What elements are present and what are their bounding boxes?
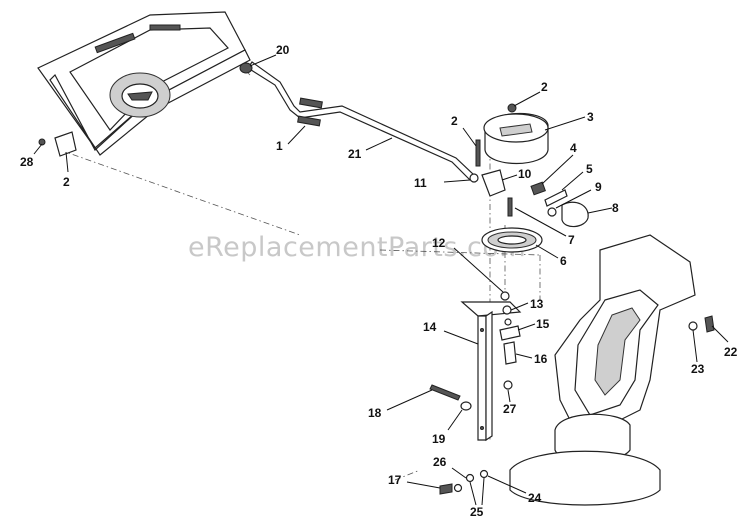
chute-hardware-right [688,315,715,333]
svg-text:24: 24 [528,491,542,505]
callout-23: 23 [691,329,705,376]
callout-12: 12 [432,236,504,293]
svg-text:9: 9 [595,180,602,194]
callout-18: 18 [368,389,433,420]
alignment-lines [59,69,541,481]
callout-4: 4 [541,141,577,185]
svg-text:7: 7 [568,233,575,247]
callout-24: 24 [487,475,542,505]
svg-text:1: 1 [276,139,283,153]
callout-11: 11 [414,176,471,190]
callout-26: 26 [433,455,467,479]
svg-text:3: 3 [587,110,594,124]
control-rod [239,61,476,181]
callout-27: 27 [503,389,517,416]
svg-text:14: 14 [423,320,437,334]
bolt-and-washer [429,384,472,411]
washer-stack [499,291,521,390]
watermark-text: eReplacementParts.com [188,232,526,263]
svg-text:15: 15 [536,317,550,331]
svg-text:6: 6 [560,254,567,268]
svg-text:22: 22 [724,345,738,359]
svg-text:11: 11 [414,176,427,190]
callout-21: 21 [348,137,393,161]
callout-17: 17 [388,473,441,489]
discharge-chute [509,234,696,506]
callout-28: 28 [20,143,43,169]
svg-text:23: 23 [691,362,705,376]
support-tube [460,301,522,442]
callout-13: 13 [510,297,544,311]
svg-text:2: 2 [63,175,70,189]
crank-cap [483,103,549,165]
callout-25: 25 [469,477,485,519]
chute-hardware-bottom [439,469,489,495]
svg-text:19: 19 [432,432,446,446]
dashboard-housing [37,11,251,156]
svg-text:21: 21 [348,147,362,161]
callout-2-left: 2 [63,151,70,189]
svg-text:12: 12 [432,236,446,250]
callout-19: 19 [432,409,463,446]
svg-text:17: 17 [388,473,402,487]
callout-9: 9 [555,180,602,209]
svg-text:27: 27 [503,402,517,416]
pivot-bracket [469,169,506,197]
gear-ring [481,227,543,253]
callout-8: 8 [587,201,619,215]
callout-10: 10 [501,167,532,181]
svg-text:8: 8 [612,201,619,215]
svg-text:10: 10 [518,167,532,181]
svg-text:2: 2 [541,80,548,94]
callout-2-pin: 2 [451,114,477,147]
svg-text:16: 16 [534,352,548,366]
svg-text:20: 20 [276,43,290,57]
pivot-pin [475,139,481,167]
mount-bracket-left [38,131,77,157]
svg-text:13: 13 [530,297,544,311]
callout-16: 16 [515,352,548,366]
callout-14: 14 [423,320,479,345]
svg-text:5: 5 [586,162,593,176]
rod-clips [297,97,323,127]
svg-text:25: 25 [470,505,484,519]
callout-7: 7 [514,207,575,247]
callout-2-cap: 2 [513,80,548,107]
callout-15: 15 [517,317,550,331]
svg-text:26: 26 [433,455,447,469]
callout-6: 6 [535,244,567,268]
svg-text:2: 2 [451,114,458,128]
callout-22: 22 [711,325,738,359]
svg-text:18: 18 [368,406,382,420]
callout-5: 5 [561,162,593,191]
knob-hardware [507,181,589,228]
callout-1: 1 [276,125,306,153]
svg-text:28: 28 [20,155,34,169]
svg-text:4: 4 [570,141,577,155]
callout-20: 20 [249,43,290,67]
callout-3: 3 [544,110,594,131]
